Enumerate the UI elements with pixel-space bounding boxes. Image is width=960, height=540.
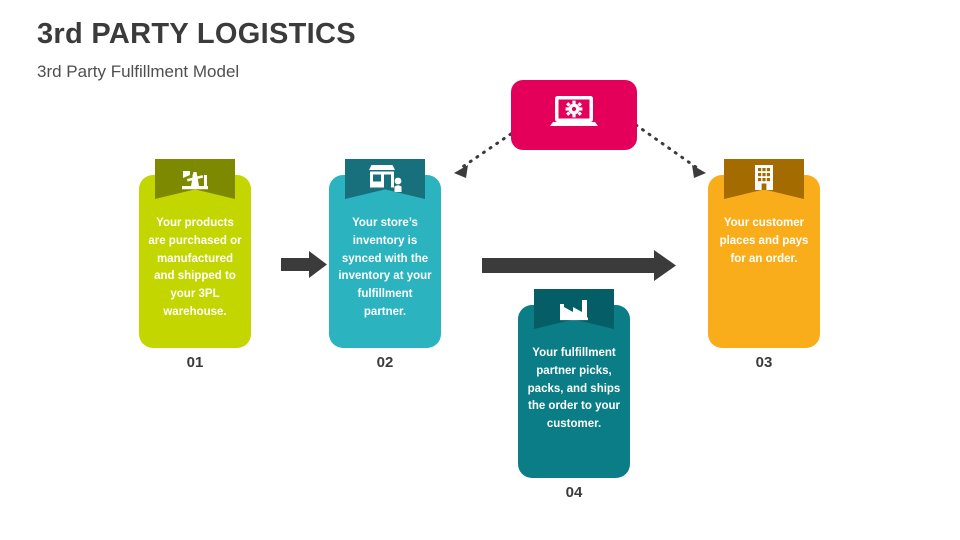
step-card-02-body: Your store’s inventory is synced with th… xyxy=(329,159,441,348)
step-card-04-body: Your fulfillment partner picks, packs, a… xyxy=(518,289,630,478)
step-card-01-body: Your products are purchased or manufactu… xyxy=(139,159,251,348)
factory-icon xyxy=(534,291,614,323)
step-card-02-text: Your store’s inventory is synced with th… xyxy=(338,217,432,319)
step-card-03-body: Your customer places and pays for an ord… xyxy=(708,159,820,348)
step-card-01-text: Your products are purchased or manufactu… xyxy=(148,217,242,319)
step-number-01: 01 xyxy=(186,354,204,371)
step-card-04-text: Your fulfillment partner picks, packs, a… xyxy=(527,347,621,431)
step-card-02: Your store’s inventory is synced with th… xyxy=(329,159,441,348)
step-card-04: Your fulfillment partner picks, packs, a… xyxy=(518,289,630,478)
step-number-03: 03 xyxy=(755,354,773,371)
step-card-03-text: Your customer places and pays for an ord… xyxy=(719,217,809,265)
arrow-hub-to-step03 xyxy=(634,123,706,178)
step-card-01: Your products are purchased or manufactu… xyxy=(139,159,251,348)
page-subtitle: 3rd Party Fulfillment Model xyxy=(37,62,240,81)
arrow-step01-to-step02 xyxy=(281,251,327,278)
step-number-02: 02 xyxy=(376,354,394,371)
office-building-icon xyxy=(724,161,804,193)
storefront-icon xyxy=(345,161,425,193)
step-card-04-ribbon xyxy=(534,289,614,341)
hub-laptop-node xyxy=(511,80,637,150)
step-card-01-ribbon xyxy=(155,159,235,211)
step-number-04: 04 xyxy=(565,484,583,501)
laptop-gear-icon xyxy=(548,93,600,138)
step-card-03-ribbon xyxy=(724,159,804,211)
arrow-step04-to-step03 xyxy=(482,250,676,281)
oil-pump-icon xyxy=(155,161,235,193)
step-card-02-ribbon xyxy=(345,159,425,211)
page-title: 3rd PARTY LOGISTICS xyxy=(37,18,356,50)
step-card-03: Your customer places and pays for an ord… xyxy=(708,159,820,348)
arrow-hub-to-step02 xyxy=(454,123,526,178)
